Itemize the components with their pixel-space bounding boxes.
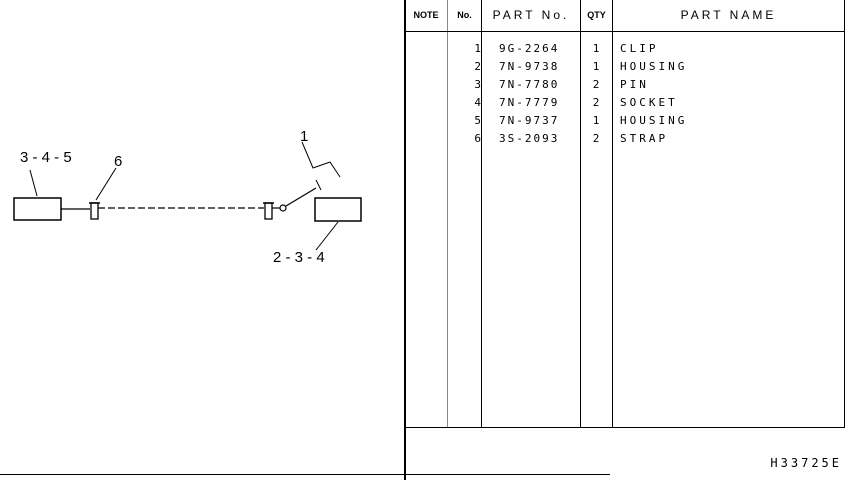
row-part-no: 7N-9737 bbox=[499, 114, 560, 127]
col-divider-partno bbox=[481, 0, 482, 428]
strap-part bbox=[90, 202, 99, 220]
leader-clip-tick bbox=[315, 179, 322, 191]
row-no: 1 bbox=[474, 42, 481, 55]
table-row: 1 9G-2264 1 CLIP bbox=[405, 40, 845, 58]
leader-left-box bbox=[29, 169, 38, 197]
right-connector-housing bbox=[314, 197, 362, 222]
row-no: 4 bbox=[474, 96, 481, 109]
table-row: 2 7N-9738 1 HOUSING bbox=[405, 58, 845, 76]
row-part-no: 7N-9738 bbox=[499, 60, 560, 73]
row-no: 3 bbox=[474, 78, 481, 91]
header-qty: QTY bbox=[587, 10, 606, 20]
row-qty: 1 bbox=[592, 114, 600, 127]
row-part-no: 3S-2093 bbox=[499, 132, 560, 145]
row-qty: 1 bbox=[592, 42, 600, 55]
wire-to-housing bbox=[285, 187, 317, 207]
header-part-no: PART No. bbox=[492, 8, 570, 22]
row-part-no: 9G-2264 bbox=[499, 42, 560, 55]
left-connector-housing bbox=[13, 197, 62, 221]
callout-strap: 6 bbox=[114, 153, 122, 170]
callout-clip: 1 bbox=[300, 128, 308, 145]
row-part-name: CLIP bbox=[620, 42, 659, 55]
strap-part-right bbox=[264, 202, 273, 220]
row-part-no: 7N-7779 bbox=[499, 96, 560, 109]
col-divider-no bbox=[447, 0, 448, 428]
row-part-name: HOUSING bbox=[620, 114, 688, 127]
leader-strap bbox=[95, 167, 117, 201]
leader-right-box bbox=[315, 221, 339, 251]
table-row: 4 7N-7779 2 SOCKET bbox=[405, 94, 845, 112]
table-right-border bbox=[844, 0, 845, 428]
callout-right-box: 2 - 3 - 4 bbox=[273, 249, 325, 266]
row-part-name: HOUSING bbox=[620, 60, 688, 73]
row-no: 2 bbox=[474, 60, 481, 73]
table-bottom-rule bbox=[404, 427, 845, 428]
drawing-reference-code: H33725E bbox=[770, 456, 842, 470]
wiring-diagram: 3 - 4 - 5 6 1 2 - 3 - 4 bbox=[13, 128, 362, 266]
bottom-rule bbox=[0, 474, 610, 475]
row-part-name: STRAP bbox=[620, 132, 669, 145]
row-qty: 2 bbox=[592, 96, 600, 109]
header-no: No. bbox=[457, 10, 472, 20]
col-divider-qty bbox=[580, 0, 581, 428]
callout-left-box: 3 - 4 - 5 bbox=[20, 149, 72, 166]
table-row: 3 7N-7780 2 PIN bbox=[405, 76, 845, 94]
row-part-name: SOCKET bbox=[620, 96, 678, 109]
header-part-name: PART NAME bbox=[680, 8, 777, 22]
leader-clip bbox=[301, 141, 341, 178]
table-row: 5 7N-9737 1 HOUSING bbox=[405, 112, 845, 130]
row-part-no: 7N-7780 bbox=[499, 78, 560, 91]
header-note: NOTE bbox=[413, 10, 439, 20]
col-divider-name bbox=[612, 0, 613, 428]
table-left-border bbox=[404, 0, 406, 480]
row-no: 6 bbox=[474, 132, 481, 145]
row-qty: 1 bbox=[592, 60, 600, 73]
row-part-name: PIN bbox=[620, 78, 649, 91]
table-row: 6 3S-2093 2 STRAP bbox=[405, 130, 845, 148]
row-qty: 2 bbox=[592, 132, 600, 145]
header-rule bbox=[404, 31, 845, 32]
clip-ring bbox=[279, 204, 287, 212]
row-qty: 2 bbox=[592, 78, 600, 91]
row-no: 5 bbox=[474, 114, 481, 127]
